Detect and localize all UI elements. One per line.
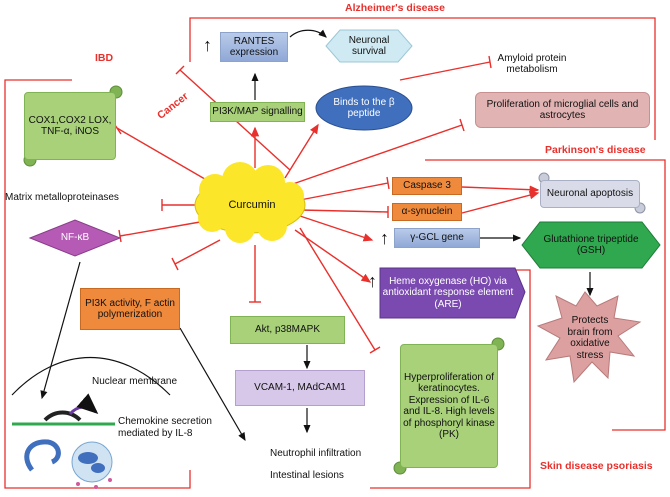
chemokine-label: Chemokine secretion mediated by IL-8	[118, 416, 212, 439]
rantes-node: RANTES expression	[220, 32, 288, 62]
alzheimers-bracket	[189, 17, 656, 140]
keratinocytes-node: Hyperproliferation of keratinocytes. Exp…	[400, 344, 498, 468]
intestinal-label: Intestinal lesions	[270, 470, 344, 481]
beta-peptide-ellipse	[315, 85, 413, 131]
neutrophil-cell	[71, 441, 113, 489]
pi3k-map-node: PI3K/MAP signalling	[210, 102, 305, 122]
ibd-bracket	[4, 79, 191, 489]
ibd-title: IBD	[95, 52, 114, 64]
heme-up-arrow-icon: ↑	[368, 271, 377, 291]
parkinsons-title: Parkinson's disease	[545, 144, 646, 156]
glutathione-hexagon	[521, 221, 661, 269]
glutathione-label: Glutathione tripeptide (GSH)	[543, 233, 639, 257]
microglial-node: Proliferation of microglial cells and as…	[475, 92, 650, 128]
neuronal-survival-hexagon	[325, 29, 413, 63]
heme-label: Heme oxygenase (HO) via antioxidant resp…	[382, 275, 514, 310]
nfkb-label: NF-κB	[60, 232, 90, 244]
dna-strand-graphic	[12, 393, 115, 426]
synuclein-node: α-synuclein	[392, 203, 462, 221]
alzheimers-title: Alzheimer's disease	[345, 2, 445, 14]
curcumin-label: Curcumin	[228, 198, 276, 211]
protects-label: Protects brain from oxidative stress	[567, 315, 613, 361]
nfkb-diamond	[28, 219, 122, 257]
swirl-arrow	[24, 439, 61, 472]
beta-peptide-label: Binds to the β peptide	[333, 96, 395, 120]
gcl-up-arrow-icon: ↑	[380, 228, 389, 248]
heme-oxygenase-shape	[379, 267, 526, 319]
curcumin-cloud	[194, 162, 306, 243]
pi3k-actin-node: PI3K activity, F actin polymerization	[80, 288, 180, 330]
caspase-node: Caspase 3	[392, 177, 462, 195]
neuronal-apoptosis-node: Neuronal apoptosis	[540, 180, 640, 208]
vcam-node: VCAM-1, MAdCAM1	[235, 370, 365, 406]
rantes-up-arrow-icon: ↑	[203, 35, 212, 55]
nuclear-membrane-arc	[11, 357, 171, 396]
protects-brain-star	[536, 291, 642, 384]
psoriasis-title: Skin disease psoriasis	[540, 460, 653, 472]
akt-node: Akt, p38MAPK	[230, 316, 345, 344]
parkinsons-bracket	[425, 159, 666, 431]
neutrophil-label: Neutrophil infiltration	[270, 448, 362, 459]
mmp-label: Matrix metalloproteinases	[5, 192, 119, 203]
gcl-node: γ-GCL gene	[394, 228, 480, 248]
cox-node: COX1,COX2 LOX, TNF-α, iNOS	[24, 92, 116, 160]
nuclear-label: Nuclear membrane	[92, 376, 178, 387]
amyloid-label: Amyloid protein metabolism	[497, 52, 567, 76]
neuronal-survival-label: Neuronal survival	[348, 34, 390, 58]
